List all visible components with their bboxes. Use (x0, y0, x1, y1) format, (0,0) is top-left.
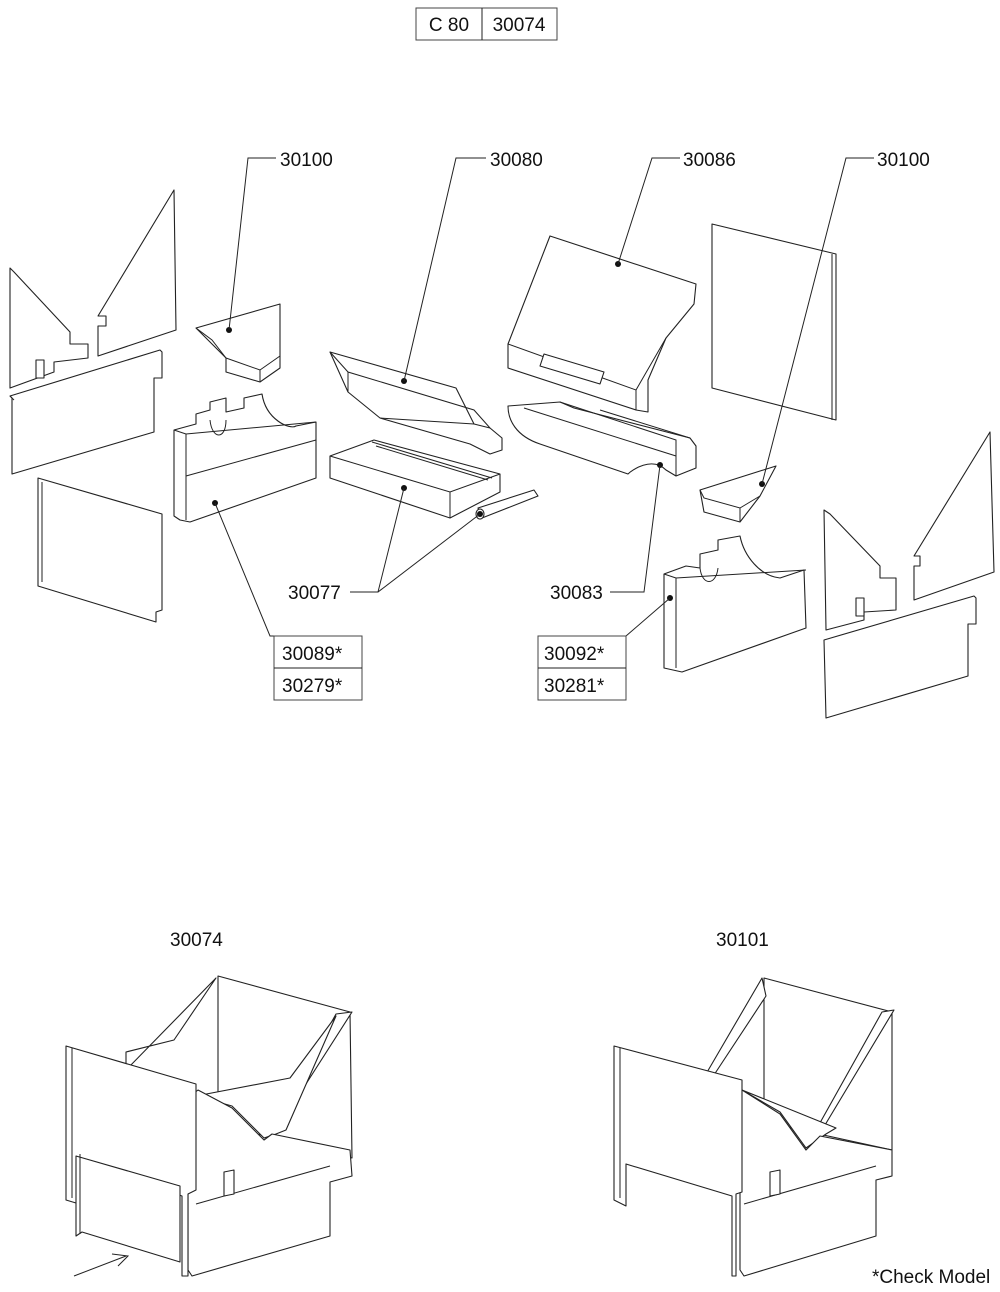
label-30083: 30083 (550, 583, 603, 604)
box-left-part-numbers: 30089* 30279* (273, 635, 363, 701)
plate-30077: 30077 (288, 439, 539, 604)
box-right-part-numbers: 30092* 30281* (537, 635, 627, 701)
label-30080: 30080 (490, 150, 543, 171)
assembly-30074: 30074 (65, 930, 353, 1277)
wedge-30100-left: 30100 (195, 150, 333, 383)
footnote-check-model: *Check Model (872, 1267, 990, 1288)
baffle-30089 (173, 393, 317, 637)
left-side-panel-set (9, 189, 177, 623)
header-model: C 80 (429, 15, 469, 36)
label-30086: 30086 (683, 150, 736, 171)
assembly-right-label: 30101 (716, 930, 769, 951)
baffle-30092 (625, 535, 807, 673)
baffle-30080: 30080 (329, 150, 543, 455)
label-30077: 30077 (288, 583, 341, 604)
assembly-left-label: 30074 (170, 930, 223, 951)
wedge-30100-right: 30100 (699, 150, 930, 523)
box-right-line-1: 30092* (544, 644, 605, 665)
box-left-line-2: 30279* (282, 676, 343, 697)
right-back-panel (711, 223, 837, 421)
box-left-line-1: 30089* (282, 644, 343, 665)
right-side-panel-set (823, 431, 995, 719)
label-30100-left: 30100 (280, 150, 333, 171)
header-table: C 80 30074 (415, 7, 558, 41)
header-part-number: 30074 (493, 15, 546, 36)
label-30100-right: 30100 (877, 150, 930, 171)
top-plate-30086: 30086 (507, 150, 736, 413)
assembly-30101: 30101 (613, 930, 895, 1277)
box-right-line-2: 30281* (544, 676, 605, 697)
baffle-30083: 30083 (507, 401, 697, 604)
